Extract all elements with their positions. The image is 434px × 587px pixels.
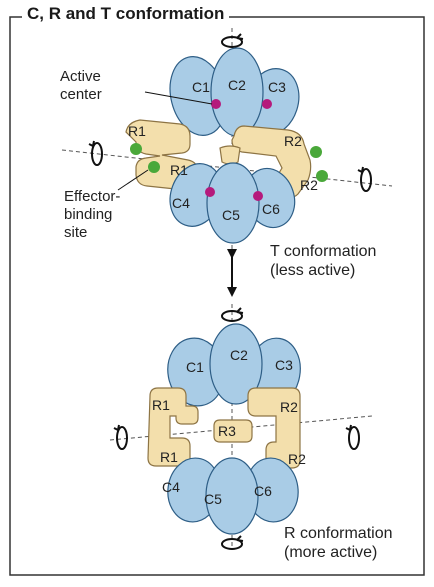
leader-line-effector-site [117, 169, 149, 191]
active-site-dot [262, 99, 272, 109]
caption-r-line: (more active) [284, 544, 378, 561]
label-effector-binding-site: Effector- binding site [64, 188, 120, 242]
caption-t-line: (less active) [270, 262, 356, 279]
subunit-c2 [209, 323, 263, 405]
effector-site-dot [130, 143, 142, 155]
label-r1b: R1 [160, 449, 178, 465]
label-r1b: R1 [170, 162, 188, 178]
label-effector-line: Effector- [64, 188, 121, 205]
subunit-c5 [205, 457, 259, 535]
rotation-arrow-icon [88, 140, 103, 166]
label-effector-line: site [64, 224, 88, 241]
r-conformation: C1 C2 C3 R1 R1 R2 R2 R3 C4 C5 C6 [109, 304, 373, 550]
label-r2b: R2 [300, 177, 318, 193]
label-c4: C4 [162, 479, 180, 495]
rotation-arrow-icon [357, 166, 372, 192]
rotation-arrow-icon [221, 535, 244, 550]
t-horizontal-axis [61, 149, 393, 187]
label-c1: C1 [186, 359, 204, 375]
rotation-arrow-icon [113, 424, 128, 450]
effector-site-dot [310, 146, 322, 158]
caption-r-conformation: R conformation (more active) [284, 524, 393, 562]
rotation-arrow-icon [221, 307, 244, 322]
subunit-c5 [206, 162, 260, 244]
label-c5: C5 [222, 207, 240, 223]
label-active-center-line: center [60, 86, 102, 103]
t-conformation: C1 C2 C3 R1 R1 R2 R2 C4 C5 C6 [61, 28, 393, 255]
label-c5: C5 [204, 491, 222, 507]
label-c6: C6 [254, 483, 272, 499]
effector-site-dot [148, 161, 160, 173]
label-c2: C2 [228, 77, 246, 93]
label-active-center: Active center [60, 68, 102, 104]
label-r2a: R2 [284, 133, 302, 149]
label-r2a: R2 [280, 399, 298, 415]
label-c6: C6 [262, 201, 280, 217]
leader-line-active-center [144, 91, 213, 105]
active-site-dot [253, 191, 263, 201]
active-site-dot [211, 99, 221, 109]
label-r1a: R1 [128, 123, 146, 139]
caption-t-conformation: T conformation (less active) [270, 242, 376, 280]
label-c4: C4 [172, 195, 190, 211]
regulatory-subunit-r3 [213, 419, 253, 443]
rotation-arrow-icon [221, 33, 244, 48]
label-r2b: R2 [288, 451, 306, 467]
label-effector-line: binding [64, 206, 113, 223]
label-c3: C3 [268, 79, 286, 95]
effector-site-dot [316, 170, 328, 182]
label-r1a: R1 [152, 397, 170, 413]
caption-t-line: T conformation [270, 243, 377, 260]
regulatory-linker [219, 145, 241, 165]
label-c3: C3 [275, 357, 293, 373]
panel-title: C, R and T conformation [22, 4, 230, 24]
label-c1: C1 [192, 79, 210, 95]
label-active-center-line: Active [60, 68, 101, 85]
active-site-dot [205, 187, 215, 197]
rotation-arrow-icon [345, 424, 360, 450]
label-r3: R3 [218, 423, 236, 439]
label-c2: C2 [230, 347, 248, 363]
caption-r-line: R conformation [284, 525, 393, 542]
